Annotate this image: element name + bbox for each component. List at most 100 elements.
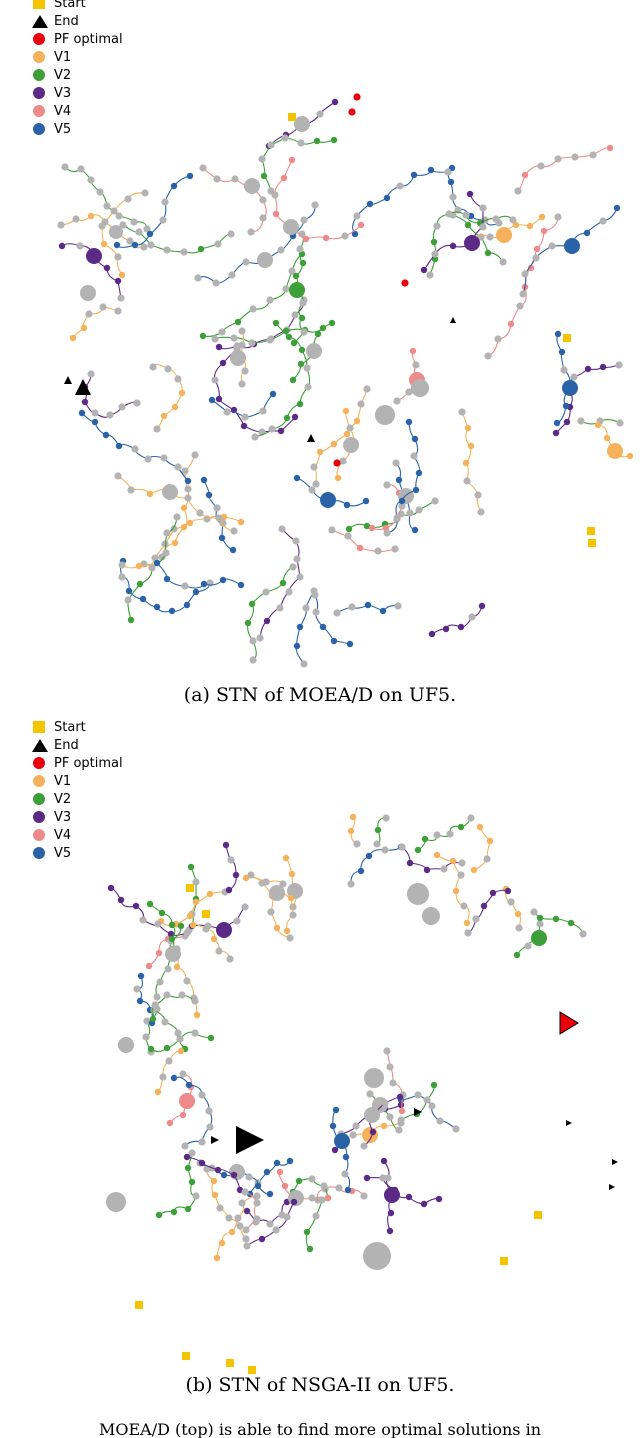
solution-node [318,1196,326,1204]
solution-node [132,902,140,910]
solution-node [421,835,429,843]
solution-node [113,241,121,249]
start-marker [226,1359,234,1367]
solution-node [197,245,205,253]
solution-node [584,365,592,373]
solution-node [183,601,191,609]
solution-node [280,174,288,182]
hub-node [407,883,429,905]
solution-node [173,963,181,971]
solution-node [186,519,194,527]
solution-node [289,376,297,384]
solution-node [156,978,164,986]
solution-node [294,116,310,132]
legend-label: V5 [54,845,72,861]
solution-node [333,609,341,617]
dot-icon [33,123,45,135]
solution-node [334,474,342,482]
solution-node [515,924,523,932]
solution-node [302,235,310,243]
solution-node [177,1047,185,1055]
solution-node [153,559,161,567]
solution-node [238,341,246,349]
solution-node [72,215,80,223]
solution-node [386,1063,394,1071]
solution-node [283,219,299,235]
solution-node [411,435,419,443]
solution-node [131,241,139,249]
solution-node [213,175,221,183]
solution-node [563,418,571,426]
hub-node [118,1037,134,1053]
solution-node [362,497,370,505]
solution-node [273,924,281,932]
solution-node [220,1171,228,1179]
solution-node [187,863,195,871]
solution-node [452,887,460,895]
legend-item-v5: V5 [32,844,123,862]
solution-node [430,1081,438,1089]
solution-node [427,166,435,174]
solution-node [228,271,236,279]
solution-node [292,272,300,280]
legend-label: V3 [54,85,72,101]
solution-node [281,134,289,142]
legend-label: PF optimal [54,755,123,771]
solution-node [282,327,290,335]
solution-node [335,1184,343,1192]
solution-node [149,363,157,371]
solution-node [348,603,356,611]
solution-node [214,240,222,248]
solution-node [346,424,354,432]
solution-node [174,1029,182,1037]
solution-node [536,914,544,922]
start-marker [288,113,296,121]
solution-node [135,562,143,570]
solution-node [564,238,580,254]
solution-node [186,172,194,180]
solution-node [312,480,320,488]
solution-node [234,318,242,326]
solution-node [293,642,301,650]
pf-optimal-marker [333,459,341,467]
solution-node [406,859,414,867]
solution-node [286,934,294,942]
solution-node [356,544,364,552]
start-marker [563,334,571,342]
solution-node [381,1099,389,1107]
solution-node [114,472,122,480]
solution-node [249,305,257,313]
solution-node [171,403,179,411]
solution-node [398,502,406,510]
solution-node [322,234,330,242]
solution-node [484,249,492,257]
solution-node [347,827,355,835]
solution-node [184,1164,192,1172]
solution-node [345,525,353,533]
solution-node [198,1138,206,1146]
solution-node [219,576,227,584]
solution-node [507,320,515,328]
solution-node [540,227,548,235]
solution-node [308,486,316,494]
solution-node [281,1182,289,1190]
triangle-icon [32,738,48,752]
solution-node [232,871,240,879]
trajectory-edge [314,594,351,645]
solution-node [303,1228,311,1236]
solution-node [277,427,285,435]
trajectory-edge [431,605,483,635]
solution-node [289,911,297,919]
solution-node [445,210,453,218]
solution-node [192,588,200,596]
solution-node [405,418,413,426]
solution-node [184,477,192,485]
solution-node [398,1107,406,1115]
solution-node [91,418,99,426]
legend-item-start: Start [32,0,123,12]
solution-node [218,328,226,336]
solution-node [139,595,147,603]
solution-node [513,951,521,959]
solution-node [380,1122,388,1130]
